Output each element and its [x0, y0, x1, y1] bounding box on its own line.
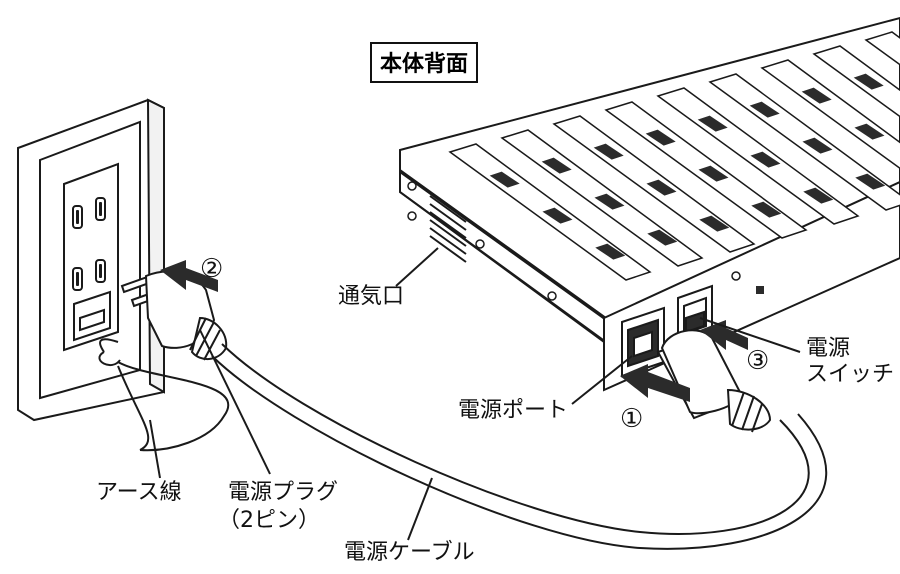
slot-tab — [646, 179, 677, 196]
drive-slot — [864, 31, 900, 66]
step-arrows — [160, 260, 748, 402]
power-cable-label: 電源ケーブル — [344, 540, 475, 565]
slot-tab — [697, 115, 728, 132]
wall-outlet-plate — [17, 98, 165, 422]
slot-tab — [647, 229, 678, 246]
step-1-marker: ① — [620, 404, 644, 434]
slot-tab — [489, 171, 520, 188]
indicator-square — [756, 286, 764, 294]
slot-tab — [699, 215, 730, 232]
slot-tab — [854, 123, 885, 140]
slot-tab — [749, 101, 780, 118]
slot-tab — [853, 73, 884, 90]
slot-tab — [594, 193, 625, 210]
power-plug-label-line1: 電源プラグ — [228, 480, 339, 505]
power-switch-label-line1: 電源 — [806, 336, 851, 361]
slot-tab — [750, 151, 781, 168]
step-3-marker: ③ — [746, 346, 770, 376]
slot-tab — [802, 137, 833, 154]
leader-lines — [149, 247, 801, 541]
arrow-step-3 — [700, 320, 748, 350]
power-switch-label-line2: スイッチ — [806, 362, 895, 387]
earth-wire-label: アース線 — [96, 480, 182, 505]
power-plug-label-line2: （2ピン） — [218, 508, 320, 533]
slot-tab — [595, 243, 626, 260]
slot-tab — [593, 143, 624, 160]
drive-slots — [448, 31, 900, 281]
drive-slot — [760, 59, 900, 170]
power-port — [621, 306, 665, 378]
earth-wire — [98, 338, 229, 452]
vent-grille — [429, 195, 467, 263]
drive-slot — [812, 45, 900, 118]
slot-tab — [855, 173, 886, 190]
slot-tab — [541, 157, 572, 174]
diagram-title: 本体背面 — [370, 42, 479, 83]
arrow-step-1 — [620, 364, 690, 402]
slot-tab — [803, 187, 834, 204]
vent-label: 通気口 — [338, 284, 405, 309]
arrow-step-2 — [160, 260, 218, 292]
screws — [407, 181, 741, 301]
slot-tab — [645, 129, 676, 146]
slot-tab — [542, 207, 573, 224]
power-cable — [211, 343, 828, 550]
power-switch — [677, 284, 713, 344]
slot-tab — [698, 165, 729, 182]
power-port-label: 電源ポート — [458, 398, 569, 423]
slot-tab — [801, 87, 832, 104]
step-2-marker: ② — [200, 254, 224, 284]
slot-tab — [751, 201, 782, 218]
